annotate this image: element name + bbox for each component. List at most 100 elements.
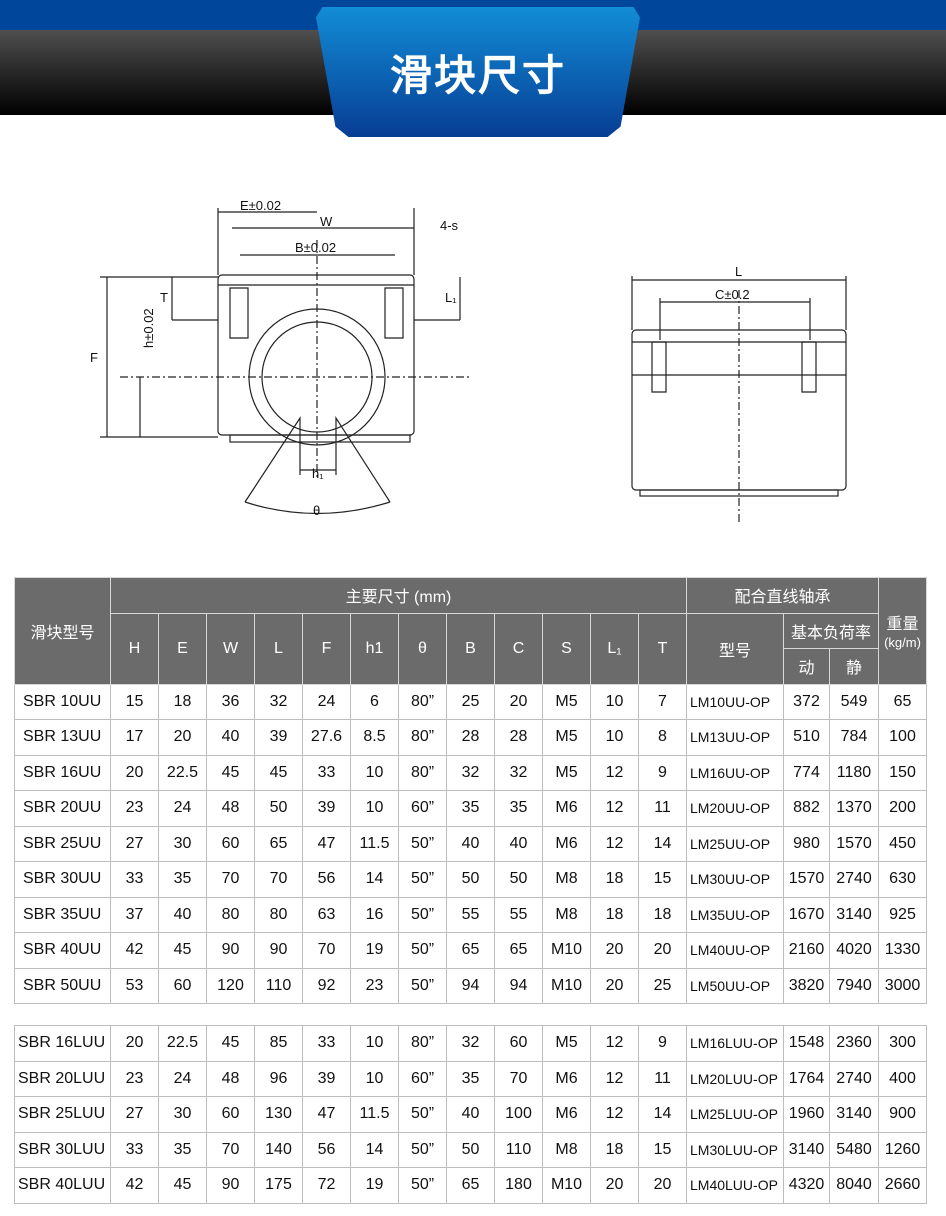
cell: 14 (350, 1131, 399, 1168)
side-view (631, 276, 847, 525)
cell: 27 (110, 825, 159, 862)
cell: 85 (254, 1025, 303, 1062)
cell: M5 (542, 683, 591, 720)
cell-model: SBR 13UU (14, 719, 111, 756)
cell: 60 (206, 1096, 255, 1133)
cell: 20 (494, 683, 543, 720)
cell: 50 (446, 861, 495, 898)
cell: M6 (542, 1060, 591, 1097)
cell: 150 (878, 754, 927, 791)
cell: 35 (158, 1131, 207, 1168)
cell: 1570 (783, 861, 830, 898)
cell: 140 (254, 1131, 303, 1168)
technical-drawing: E±0.02 W B±0.02 4-s T L₁ h±0.02 F h₁ θ L… (90, 198, 847, 525)
cell: 63 (302, 896, 351, 933)
label-l1: L₁ (445, 290, 457, 305)
cell: 35 (494, 790, 543, 827)
col-dim: L (254, 612, 303, 685)
cell: 120 (206, 967, 255, 1004)
cell: 980 (783, 825, 830, 862)
cell: 110 (254, 967, 303, 1004)
cell-bearing: LM10UU-OP (686, 683, 784, 720)
cell: 11 (638, 1060, 687, 1097)
cell: 10 (590, 683, 639, 720)
cell: 12 (590, 1060, 639, 1097)
front-view (100, 208, 470, 515)
cell: 45 (206, 1025, 255, 1062)
cell: 60” (398, 1060, 447, 1097)
cell: 60 (494, 1025, 543, 1062)
cell: 882 (783, 790, 830, 827)
cell: 56 (302, 1131, 351, 1168)
cell: 8040 (829, 1167, 879, 1204)
cell: 65 (254, 825, 303, 862)
cell: 18 (158, 683, 207, 720)
cell: 3140 (829, 896, 879, 933)
cell-model: SBR 25UU (14, 825, 111, 862)
cell-model: SBR 50UU (14, 967, 111, 1004)
col-dim: C (494, 612, 543, 685)
cell: 8 (638, 719, 687, 756)
cell: M6 (542, 825, 591, 862)
cell: 80” (398, 1025, 447, 1062)
cell: 22.5 (158, 1025, 207, 1062)
cell: 40 (158, 896, 207, 933)
cell: 12 (590, 1096, 639, 1133)
cell: 17 (110, 719, 159, 756)
cell: M8 (542, 861, 591, 898)
col-stat: 静 (829, 648, 879, 685)
cell: M6 (542, 790, 591, 827)
cell: 18 (590, 1131, 639, 1168)
col-dim: L₁ (590, 612, 639, 685)
col-dim: F (302, 612, 351, 685)
cell: 784 (829, 719, 879, 756)
label-c: C±0.2 (715, 287, 750, 302)
cell: 18 (590, 896, 639, 933)
cell-model: SBR 20UU (14, 790, 111, 827)
cell: 40 (446, 825, 495, 862)
cell: 15 (638, 1131, 687, 1168)
cell: 55 (494, 896, 543, 933)
label-l: L (735, 264, 742, 279)
cell: 50 (494, 861, 543, 898)
cell-bearing: LM25UU-OP (686, 825, 784, 862)
cell: 2740 (829, 861, 879, 898)
cell: 2160 (783, 932, 830, 969)
cell: 48 (206, 790, 255, 827)
cell: 39 (254, 719, 303, 756)
cell: 10 (350, 790, 399, 827)
cell: 23 (350, 967, 399, 1004)
cell: 100 (494, 1096, 543, 1133)
cell: 22.5 (158, 754, 207, 791)
cell: 10 (350, 754, 399, 791)
cell: 80 (254, 896, 303, 933)
cell: 28 (494, 719, 543, 756)
cell-model: SBR 16LUU (14, 1025, 111, 1062)
cell: 53 (110, 967, 159, 1004)
cell: 10 (590, 719, 639, 756)
cell-bearing: LM50UU-OP (686, 967, 784, 1004)
cell: 1180 (829, 754, 879, 791)
cell: 24 (158, 790, 207, 827)
cell: 11.5 (350, 825, 399, 862)
cell: 24 (302, 683, 351, 720)
cell: 12 (590, 825, 639, 862)
col-dim: H (110, 612, 159, 685)
label-h: h±0.02 (141, 308, 156, 348)
cell: 7 (638, 683, 687, 720)
cell: 20 (590, 1167, 639, 1204)
cell: 16 (350, 896, 399, 933)
cell: 50” (398, 861, 447, 898)
cell: 20 (110, 754, 159, 791)
cell: 42 (110, 1167, 159, 1204)
cell: 14 (638, 1096, 687, 1133)
cell: M5 (542, 1025, 591, 1062)
col-dim: T (638, 612, 687, 685)
cell: 25 (446, 683, 495, 720)
cell-bearing: LM35UU-OP (686, 896, 784, 933)
